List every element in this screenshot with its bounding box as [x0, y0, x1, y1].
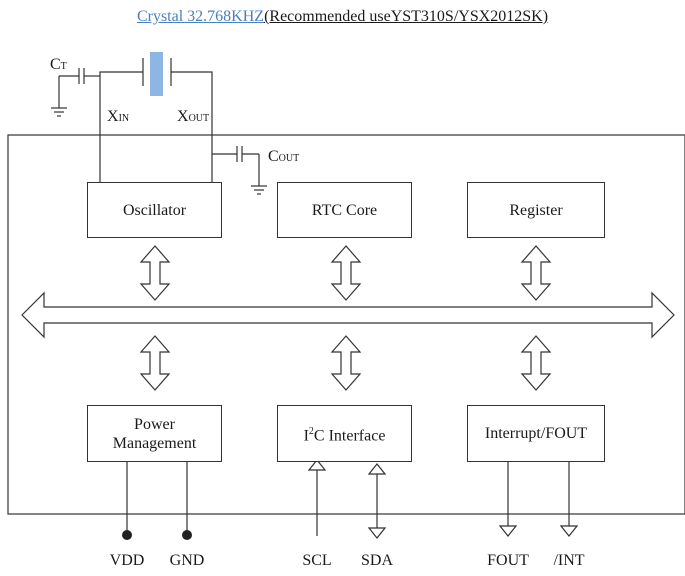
arrow-register-bus	[520, 245, 552, 301]
crystal-symbol	[150, 52, 163, 96]
fout-output-arrow	[498, 525, 518, 537]
crystal-link[interactable]: Crystal 32.768KHZ	[136, 8, 265, 25]
rtc-core-label: RTC Core	[311, 201, 378, 219]
diagram-title: Crystal 32.768KHZ(Recommended useYST310S…	[0, 8, 685, 26]
interrupt-label: Interrupt/FOUT	[484, 425, 588, 442]
power-label-line2: Management	[112, 434, 197, 452]
main-bus-arrow	[21, 291, 675, 339]
cout-label-sub: OUT	[278, 153, 300, 164]
xout-label-main: X	[177, 108, 189, 125]
pin-int: /INT	[553, 552, 585, 569]
chip-outline	[7, 134, 685, 515]
i2c-label-sup: 2	[308, 425, 314, 437]
ct-label: CT	[50, 56, 67, 74]
oscillator-label: Oscillator	[122, 201, 187, 219]
pin-sda: SDA	[360, 552, 394, 569]
interrupt-fout-block: Interrupt/FOUT	[467, 405, 605, 462]
pin-gnd: GND	[169, 552, 205, 569]
rtc-core-block: RTC Core	[277, 182, 412, 238]
vdd-pin-dot	[122, 530, 132, 540]
sda-down-arrow	[367, 527, 387, 539]
xout-label-sub: OUT	[188, 113, 210, 124]
xin-label: XIN	[107, 108, 129, 126]
pin-vdd: VDD	[109, 552, 145, 569]
sda-up-arrow	[367, 463, 387, 475]
crystal-recommendation: (Recommended useYST310S/YSX2012SK)	[264, 8, 549, 25]
int-output-arrow	[559, 525, 579, 537]
i2c-label-post: C Interface	[313, 427, 386, 445]
ct-label-sub: T	[60, 61, 67, 72]
pin-scl: SCL	[302, 552, 332, 569]
i2c-label-pre: I	[303, 427, 309, 445]
xout-label: XOUT	[177, 108, 209, 126]
crystal-wiring	[51, 58, 267, 195]
scl-input-arrow	[307, 459, 327, 471]
arrow-bus-power	[139, 335, 171, 391]
gnd-pin-dot	[182, 530, 192, 540]
arrow-bus-i2c	[330, 335, 362, 391]
i2c-interface-block: I2C Interface	[277, 405, 412, 462]
cout-label: COUT	[268, 148, 299, 166]
xin-label-main: X	[107, 108, 119, 125]
register-label: Register	[509, 201, 563, 219]
power-management-block: Power Management	[87, 405, 222, 462]
oscillator-block: Oscillator	[87, 182, 222, 238]
arrow-rtc-bus	[330, 245, 362, 301]
pin-fout: FOUT	[487, 552, 529, 569]
ct-label-main: C	[50, 56, 61, 73]
power-label-line1: Power	[134, 415, 175, 433]
arrow-bus-interrupt	[520, 335, 552, 391]
register-block: Register	[467, 182, 605, 238]
cout-label-main: C	[268, 148, 279, 165]
arrow-oscillator-bus	[139, 245, 171, 301]
i2c-label: I2C Interface	[304, 422, 386, 445]
xin-label-sub: IN	[118, 113, 130, 124]
